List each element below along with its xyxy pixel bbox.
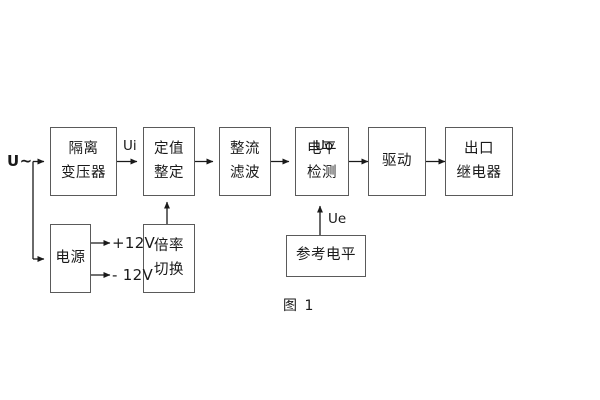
figure-caption: 图 1 — [283, 298, 315, 314]
block-line: 检测 — [307, 164, 337, 181]
rail-label-negative: - 12V — [112, 266, 154, 284]
block-isolation-transformer[interactable]: 隔离 变压器 — [50, 127, 117, 196]
block-line: 电平 — [307, 141, 337, 158]
block-line: 驱动 — [382, 152, 412, 169]
input-source-label: U~ — [7, 152, 33, 170]
block-line: 滤波 — [230, 164, 260, 181]
block-reference-level[interactable]: 参考电平 — [286, 235, 366, 277]
block-line: 继电器 — [456, 164, 502, 181]
block-line: 变压器 — [61, 164, 106, 181]
block-line: 电源 — [55, 249, 86, 266]
block-line: 整流 — [230, 141, 260, 158]
block-line: 定值 — [154, 141, 184, 158]
block-multiplier-switch[interactable]: 倍率 切换 — [143, 224, 195, 293]
block-rectify-filter[interactable]: 整流 滤波 — [219, 127, 271, 196]
signal-label-ui: Ui — [123, 138, 137, 154]
block-line: 倍率 — [154, 238, 184, 255]
block-line: 出口 — [464, 141, 494, 158]
block-drive[interactable]: 驱动 — [368, 127, 426, 196]
block-line: 整定 — [154, 164, 184, 181]
block-line: 切换 — [154, 261, 184, 278]
block-power-supply[interactable]: 电源 — [50, 224, 91, 293]
block-line: 参考电平 — [296, 247, 356, 264]
signal-label-ue: Ue — [328, 211, 347, 227]
signal-label-uo: Uo — [315, 138, 334, 154]
block-line: 隔离 — [68, 141, 99, 158]
block-level-detection[interactable]: 电平 检测 — [295, 127, 349, 196]
block-output-relay[interactable]: 出口 继电器 — [445, 127, 513, 196]
rail-label-positive: +12V — [112, 234, 156, 252]
block-setting-value[interactable]: 定值 整定 — [143, 127, 195, 196]
